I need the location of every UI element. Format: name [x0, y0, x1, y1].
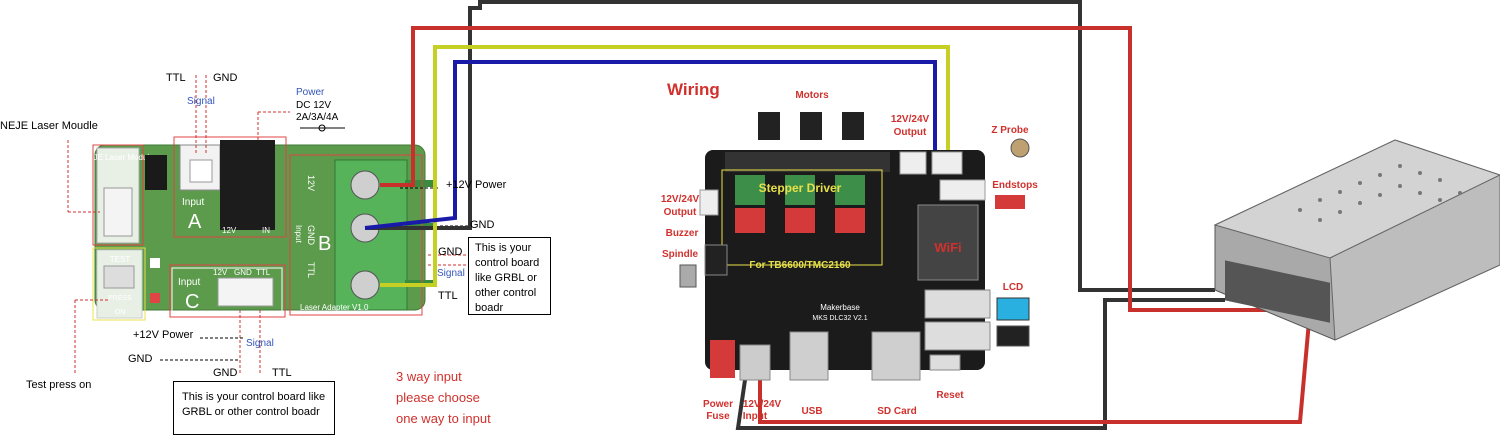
gnd-top-label: GND — [213, 72, 238, 84]
wifi-module — [917, 204, 979, 281]
three-way-line-1: 3 way input — [396, 369, 462, 384]
endstop-icon — [995, 195, 1025, 209]
usb-label: USB — [801, 406, 822, 417]
pin-gnd-b: GND — [306, 225, 316, 246]
power-fuse-2: Fuse — [706, 411, 730, 422]
ttl-top-label: TTL — [166, 72, 186, 84]
out-left-1: 12V/24V — [661, 194, 700, 205]
brand-label: Makerbase — [820, 303, 860, 312]
input-c-connector — [171, 267, 283, 315]
spindle-label: Spindle — [662, 249, 699, 260]
ttl-bottom-label: TTL — [272, 367, 292, 379]
endstops-label: Endstops — [992, 180, 1038, 191]
press-label: PRESS — [108, 295, 132, 302]
reset-label: Reset — [936, 390, 964, 401]
bottom-control-box: This is your control board like GRBL or … — [173, 381, 335, 435]
power-amp: 2A/3A/4A — [296, 112, 339, 123]
on-label: ON — [115, 309, 126, 316]
sdcard-label: SD Card — [877, 406, 916, 417]
power-fuse-1: Power — [703, 399, 733, 410]
input-a-label: Input — [182, 197, 204, 208]
terminal-screw-3 — [350, 270, 380, 300]
chip — [145, 155, 167, 190]
gnd-box-label: GND — [438, 246, 463, 258]
ttl-box-label: TTL — [438, 290, 458, 302]
signal-bottom-label: Signal — [246, 338, 274, 349]
three-way-note: 3 way input please choose one way to inp… — [396, 366, 491, 429]
out-left-2: Output — [664, 207, 697, 218]
red-wire — [380, 26, 1313, 424]
gnd-right-label: GND — [470, 219, 495, 231]
input-a-letter: A — [188, 211, 202, 233]
spindle-icon — [679, 264, 697, 288]
right-control-box: This is your control board like GRBL or … — [468, 237, 551, 315]
out-top-1: 12V/24V — [891, 114, 930, 125]
lcd-icon-1 — [996, 297, 1030, 321]
input-c-letter: C — [185, 291, 199, 313]
stepper-driver-box — [721, 169, 883, 266]
test-press-on-label: Test press on — [26, 379, 92, 391]
three-way-line-3: one way to input — [396, 411, 491, 426]
motors — [758, 112, 864, 140]
out-top-2: Output — [894, 127, 927, 138]
signal-box-label: Signal — [437, 268, 465, 279]
blue-wire — [364, 60, 937, 230]
input-c-label: Input — [178, 277, 200, 288]
yellow-wire — [380, 45, 950, 287]
model-label: MKS DLC32 V2.1 — [812, 315, 867, 322]
wifi-label: WiFi — [934, 240, 961, 255]
plus12v-bottom-label: +12V Power — [133, 329, 194, 341]
pin-in-a: IN — [262, 226, 270, 235]
lcd-icon-2 — [996, 325, 1030, 347]
gnd-bottom-label: GND — [128, 353, 153, 365]
buzzer-label: Buzzer — [666, 228, 699, 239]
input-2: Input — [743, 411, 768, 422]
power-volt: DC 12V — [296, 100, 332, 111]
motors-label: Motors — [795, 90, 829, 101]
zprobe-label: Z Probe — [991, 125, 1029, 136]
terminal-screw-1 — [350, 170, 380, 200]
for-tb-label: For TB6600/TMC2160 — [749, 260, 851, 271]
dc-jack — [220, 140, 275, 230]
pin-12v-b: 12V — [306, 175, 316, 191]
lcd-label: LCD — [1003, 282, 1024, 293]
wiring-title: Wiring — [667, 80, 720, 99]
test-button — [103, 265, 135, 289]
signal-top-label: Signal — [187, 96, 215, 107]
pin-ttl-c: TTL — [256, 268, 271, 277]
pin-12v-c: 12V — [213, 268, 228, 277]
zprobe-icon — [1010, 138, 1030, 158]
input-1: 12V/24V — [743, 399, 782, 410]
input-b-label: Input — [294, 225, 303, 244]
input-b-letter: B — [318, 233, 331, 255]
pin-ttl-b: TTL — [306, 262, 316, 278]
module-name-label: NEJE Laser Moudle — [0, 120, 98, 132]
gnd-bottom2-label: GND — [213, 367, 238, 379]
module-connector-label: NEJE Laser Module — [82, 153, 154, 162]
mks-board — [705, 150, 985, 370]
three-way-line-2: please choose — [396, 390, 480, 405]
adapter-name: Laser Adapter V1.0 — [300, 303, 369, 312]
plus12v-right-label: +12V Power — [446, 179, 507, 191]
stepper-driver-label: Stepper Driver — [759, 181, 842, 195]
pin-gnd-c: GND — [234, 268, 252, 277]
pin-12v-a: 12V — [222, 226, 237, 235]
power-title: Power — [296, 87, 325, 98]
black-wire — [365, 0, 1215, 292]
test-label: TEST — [110, 255, 131, 264]
power-supply — [1213, 139, 1500, 341]
